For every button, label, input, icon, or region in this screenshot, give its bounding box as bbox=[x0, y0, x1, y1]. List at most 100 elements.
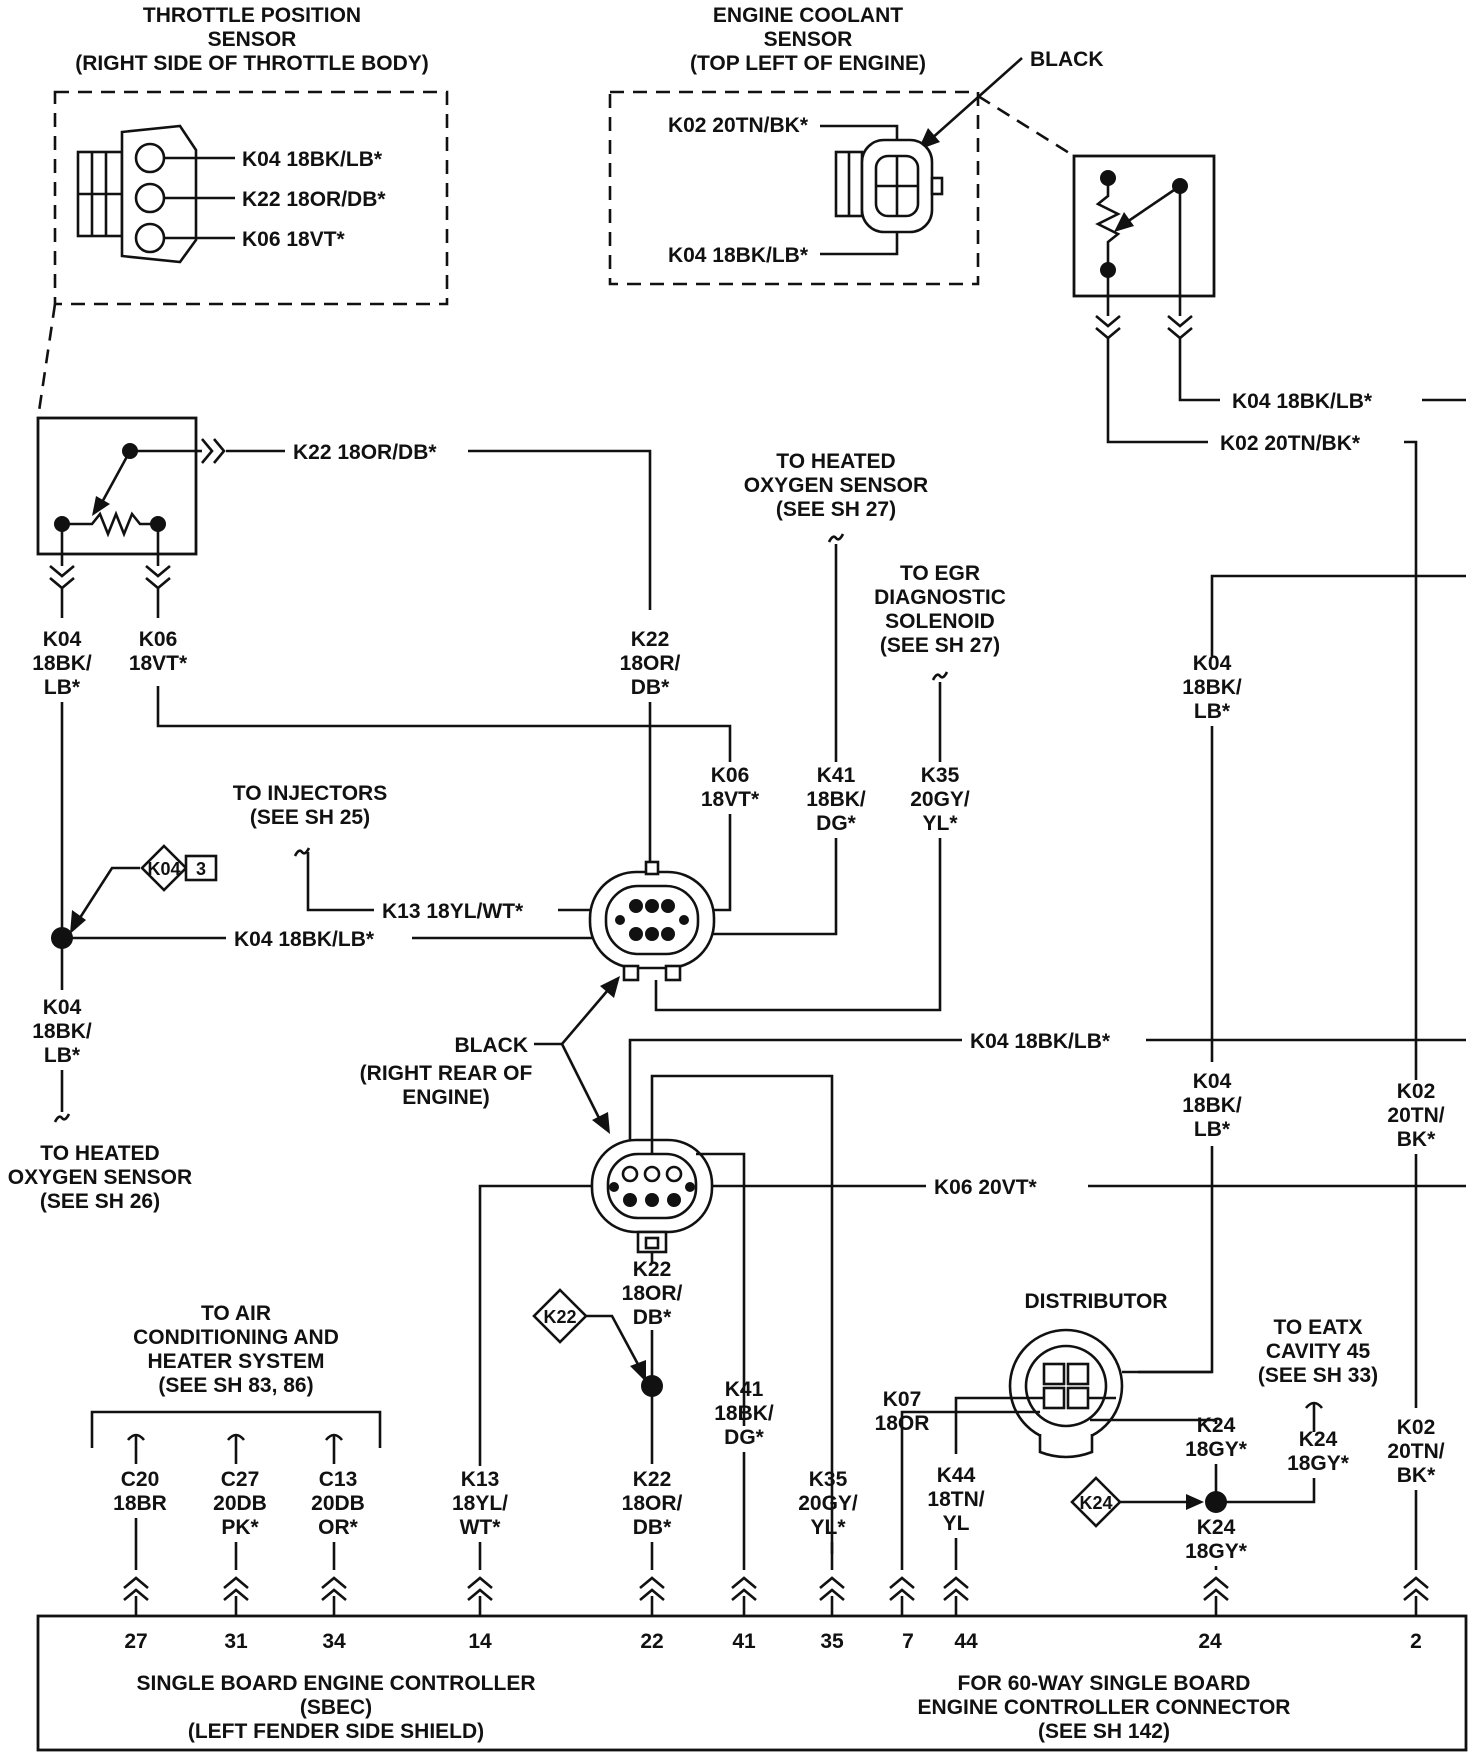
svg-text:K24: K24 bbox=[1079, 1493, 1112, 1513]
right-k04-vert2-label: K04 18BK/ LB* bbox=[1182, 1070, 1242, 1141]
svg-text:K07: K07 bbox=[883, 1388, 922, 1411]
svg-text:K02: K02 bbox=[1397, 1080, 1436, 1103]
ac-wire-c27: C27 20DB PK* bbox=[213, 1433, 267, 1570]
ect-title: ENGINE COOLANT SENSOR (TOP LEFT OF ENGIN… bbox=[690, 4, 926, 75]
svg-text:K35: K35 bbox=[921, 764, 960, 787]
svg-text:18BK/: 18BK/ bbox=[714, 1402, 774, 1425]
tps-title: THROTTLE POSITION SENSOR (RIGHT SIDE OF … bbox=[75, 4, 428, 75]
tps-schematic bbox=[36, 416, 198, 556]
sbec-box bbox=[36, 1614, 1468, 1752]
svg-text:34: 34 bbox=[322, 1630, 346, 1653]
ac-wire-c20: C20 18BR bbox=[113, 1433, 167, 1570]
svg-text:K41: K41 bbox=[725, 1378, 764, 1401]
right-k04-vert-label: K04 18BK/ LB* bbox=[1182, 652, 1242, 723]
sbec-pin-numbers: 27 31 34 14 22 41 35 7 44 24 2 bbox=[124, 1630, 1422, 1653]
upper-harness-connector bbox=[588, 860, 716, 982]
svg-text:(SBEC): (SBEC) bbox=[300, 1696, 372, 1719]
svg-text:20TN/: 20TN/ bbox=[1387, 1440, 1444, 1463]
svg-text:CAVITY 45: CAVITY 45 bbox=[1266, 1340, 1371, 1363]
splice-k22: K22 bbox=[532, 1288, 588, 1344]
k02-low-label: K02 20TN/ BK* bbox=[1387, 1416, 1444, 1487]
svg-text:K04: K04 bbox=[43, 628, 82, 651]
svg-text:18BK/: 18BK/ bbox=[32, 652, 92, 675]
svg-text:K04: K04 bbox=[1193, 652, 1232, 675]
svg-text:BK*: BK* bbox=[1397, 1464, 1436, 1487]
svg-text:LB*: LB* bbox=[44, 676, 81, 699]
k04-h-label: K04 18BK/LB* bbox=[234, 928, 375, 951]
svg-text:DIAGNOSTIC: DIAGNOSTIC bbox=[874, 586, 1006, 609]
ref-heated-o2-27: TO HEATED OXYGEN SENSOR (SEE SH 27) bbox=[744, 450, 928, 521]
svg-text:ENGINE): ENGINE) bbox=[402, 1086, 490, 1109]
svg-text:DB*: DB* bbox=[631, 676, 670, 699]
svg-text:K44: K44 bbox=[937, 1464, 976, 1487]
svg-text:20TN/: 20TN/ bbox=[1387, 1104, 1444, 1127]
svg-text:SENSOR: SENSOR bbox=[764, 28, 853, 51]
ect-k02-label: K02 20TN/BK* bbox=[1220, 432, 1361, 455]
svg-text:SENSOR: SENSOR bbox=[208, 28, 297, 51]
svg-text:K13: K13 bbox=[461, 1468, 500, 1491]
ref-injectors: TO INJECTORS (SEE SH 25) bbox=[233, 782, 387, 829]
svg-text:BK*: BK* bbox=[1397, 1128, 1436, 1151]
svg-text:3: 3 bbox=[196, 859, 206, 879]
svg-text:18BK/: 18BK/ bbox=[1182, 1094, 1242, 1117]
ect-pin2-label: K04 18BK/LB* bbox=[668, 244, 809, 267]
svg-text:14: 14 bbox=[468, 1630, 492, 1653]
svg-text:(SEE SH 25): (SEE SH 25) bbox=[250, 806, 370, 829]
svg-text:YL*: YL* bbox=[922, 812, 958, 835]
svg-text:41: 41 bbox=[732, 1630, 756, 1653]
svg-text:18OR/: 18OR/ bbox=[622, 1282, 683, 1305]
tps-connector-box bbox=[53, 90, 449, 306]
svg-text:K41: K41 bbox=[817, 764, 856, 787]
tps-k22-label: K22 18OR/DB* bbox=[293, 441, 437, 464]
svg-text:WT*: WT* bbox=[460, 1516, 502, 1539]
svg-text:K24: K24 bbox=[1197, 1516, 1236, 1539]
svg-text:K22: K22 bbox=[631, 628, 670, 651]
svg-text:(SEE SH 26): (SEE SH 26) bbox=[40, 1190, 160, 1213]
svg-text:18GY*: 18GY* bbox=[1185, 1540, 1248, 1563]
sbec-chevrons bbox=[122, 1576, 1430, 1602]
tps-pin1-label: K04 18BK/LB* bbox=[242, 148, 383, 171]
distributor-connector bbox=[1008, 1328, 1124, 1459]
k35-vert-label: K35 20GY/ YL* bbox=[910, 764, 970, 835]
svg-text:OR*: OR* bbox=[318, 1516, 359, 1539]
svg-text:PK*: PK* bbox=[221, 1516, 259, 1539]
svg-text:(TOP LEFT OF ENGINE): (TOP LEFT OF ENGINE) bbox=[690, 52, 926, 75]
svg-text:K04: K04 bbox=[1193, 1070, 1232, 1093]
tps-pin3-label: K06 18VT* bbox=[242, 228, 346, 251]
tps-k04-vert-label: K04 18BK/ LB* bbox=[32, 628, 92, 699]
svg-text:18BK/: 18BK/ bbox=[1182, 676, 1242, 699]
svg-text:LB*: LB* bbox=[44, 1044, 81, 1067]
k41-below-label: K41 18BK/ DG* bbox=[714, 1378, 774, 1449]
svg-text:DG*: DG* bbox=[724, 1426, 765, 1449]
svg-text:DG*: DG* bbox=[816, 812, 857, 835]
ect-k04-label: K04 18BK/LB* bbox=[1232, 390, 1373, 413]
svg-text:20DB: 20DB bbox=[311, 1492, 365, 1515]
svg-text:DB*: DB* bbox=[633, 1516, 672, 1539]
k22-below-label: K22 18OR/ DB* bbox=[622, 1258, 683, 1329]
splice-k24: K24 bbox=[1070, 1476, 1122, 1528]
svg-text:18BK/: 18BK/ bbox=[32, 1020, 92, 1043]
sbec-left-text: SINGLE BOARD ENGINE CONTROLLER (SBEC) (L… bbox=[136, 1672, 535, 1743]
svg-text:K22: K22 bbox=[633, 1258, 672, 1281]
svg-text:18TN/: 18TN/ bbox=[927, 1488, 984, 1511]
svg-text:K22: K22 bbox=[633, 1468, 672, 1491]
svg-text:2: 2 bbox=[1410, 1630, 1422, 1653]
svg-text:(RIGHT SIDE OF THROTTLE BODY): (RIGHT SIDE OF THROTTLE BODY) bbox=[75, 52, 428, 75]
ect-connector-box bbox=[608, 90, 980, 286]
ref-black-rear: BLACK (RIGHT REAR OF ENGINE) bbox=[360, 1034, 533, 1109]
svg-text:K02: K02 bbox=[1397, 1416, 1436, 1439]
k24-a-label: K24 18GY* bbox=[1185, 1414, 1248, 1461]
lower-harness-connector bbox=[590, 1138, 714, 1254]
svg-text:(SEE SH 27): (SEE SH 27) bbox=[776, 498, 896, 521]
svg-text:YL: YL bbox=[943, 1512, 970, 1535]
k24-c-label: K24 18GY* bbox=[1185, 1516, 1248, 1563]
svg-text:K04: K04 bbox=[147, 859, 180, 879]
mid-k04-label: K04 18BK/LB* bbox=[970, 1030, 1111, 1053]
svg-text:THROTTLE POSITION: THROTTLE POSITION bbox=[143, 4, 361, 27]
svg-text:HEATER SYSTEM: HEATER SYSTEM bbox=[148, 1350, 325, 1373]
svg-text:CONDITIONING AND: CONDITIONING AND bbox=[133, 1326, 339, 1349]
splice-k04-low-label: K04 18BK/ LB* bbox=[32, 996, 92, 1067]
svg-text:BLACK: BLACK bbox=[455, 1034, 529, 1057]
svg-text:C20: C20 bbox=[121, 1468, 160, 1491]
tps-pin2-label: K22 18OR/DB* bbox=[242, 188, 386, 211]
